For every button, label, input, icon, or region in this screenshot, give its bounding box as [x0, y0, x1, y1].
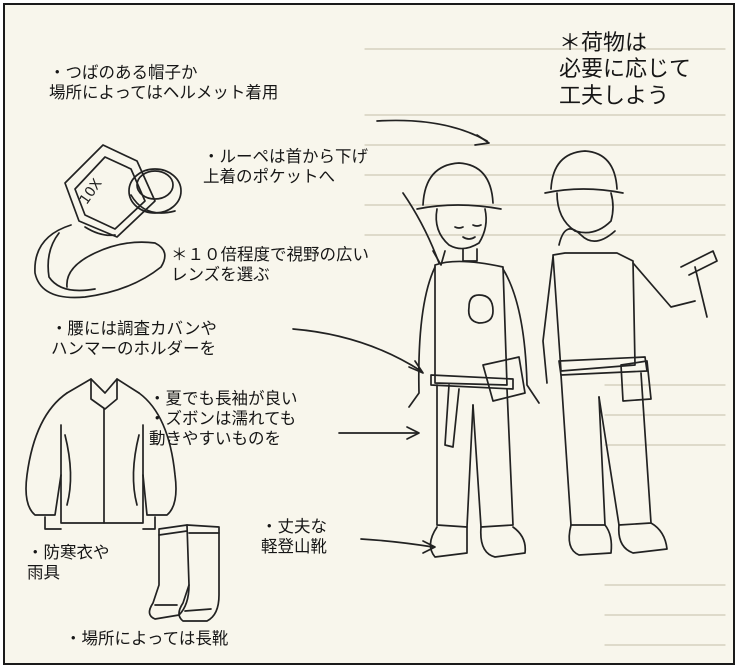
loupe-icon: [34, 144, 182, 299]
illustration-frame: 10X ・つばのある帽子か 場所によってはヘルメット着用 ＊荷物は 必要に応じて…: [3, 3, 735, 665]
label-boots: ・場所によっては長靴: [65, 629, 229, 648]
label-lens: ＊１０倍程度で視野の広い レンズを選ぶ: [171, 245, 369, 285]
figure-back-icon: [542, 150, 718, 556]
label-waist: ・腰には調査カバンや ハンマーのホルダーを: [51, 319, 217, 359]
background-text-lines: [364, 48, 726, 646]
boots-icon: [148, 524, 220, 622]
label-jacket: ・防寒衣や 雨具: [27, 543, 110, 583]
label-luggage-note: ＊荷物は 必要に応じて 工夫しよう: [559, 31, 692, 109]
figure-front-icon: [408, 162, 540, 558]
jacket-icon: [25, 378, 177, 530]
label-hat: ・つばのある帽子か 場所によってはヘルメット着用: [49, 63, 279, 103]
label-loupe: ・ルーペは首から下げ 上着のポケットへ: [203, 147, 368, 187]
annotation-arrows: [292, 119, 490, 554]
label-shoes: ・丈夫な 軽登山靴: [261, 517, 327, 557]
label-sleeves-pants: ・夏でも長袖が良い ・ズボンは濡れても 動きやすいものを: [149, 389, 298, 449]
field-gear-illustration: 10X: [25, 48, 726, 646]
